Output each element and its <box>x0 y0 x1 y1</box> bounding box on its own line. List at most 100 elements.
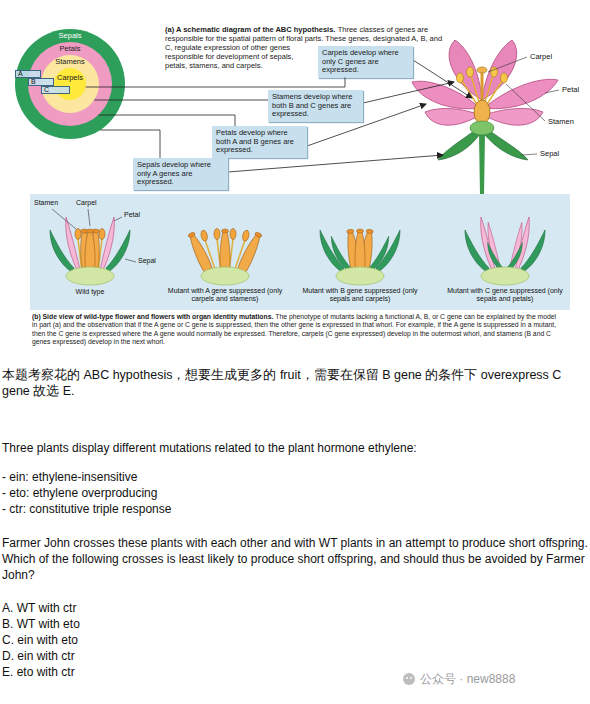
label-slot: Petal <box>562 85 579 94</box>
ovary <box>474 100 490 124</box>
caption-block: (a) A schematic diagram of the ABC hypot… <box>165 25 445 103</box>
gene-letter: B <box>31 79 53 85</box>
part-label: Sepal <box>540 149 559 158</box>
part-label: Stamen <box>548 117 574 126</box>
leader-line <box>114 217 122 221</box>
watermark: 公众号 · new8888 <box>420 672 515 687</box>
petal <box>66 217 80 272</box>
flower-caption: Mutant with B gene suppressed (only sepa… <box>295 287 425 303</box>
receptacle <box>481 267 529 285</box>
part-label: Petal <box>562 85 579 94</box>
petal <box>412 81 480 109</box>
label-slot: - eto: ethylene overproducing <box>2 485 588 501</box>
answer-option: A. WT with ctr <box>2 600 588 616</box>
leader-line <box>52 209 76 229</box>
panel-leaders <box>52 209 136 262</box>
label-slot: Mutant with B gene suppressed (only sepa… <box>295 287 425 303</box>
leader-arrow <box>363 82 454 103</box>
anther <box>457 73 464 83</box>
callout-text: Petals develop where both A and B genes … <box>216 129 303 155</box>
stamen <box>234 229 250 273</box>
whorl-label: Petals <box>28 44 112 53</box>
label-slot: D. ein with ctr <box>2 648 588 664</box>
part-label: Sepal <box>138 257 156 265</box>
label-slot: Carpel <box>76 199 97 207</box>
question-text: - eto: ethylene overproducing <box>2 485 588 501</box>
gene-bar: B <box>28 78 54 86</box>
wild-type-flower <box>50 217 130 285</box>
leader-line <box>521 154 537 155</box>
part-label: Petal <box>124 211 140 219</box>
callout-box: Petals develop where both A and B genes … <box>212 126 307 158</box>
label-slot: Mutant with C gene suppressed (only sepa… <box>440 287 570 303</box>
label-slot: Petal <box>124 211 140 219</box>
b-mutant-flower <box>320 229 400 285</box>
watermark-icon-eye <box>410 677 412 679</box>
label-slot: - ctr: constitutive triple response <box>2 501 588 517</box>
label-slot: Stamen <box>548 117 574 126</box>
question-text: Farmer John crosses these plants with ea… <box>2 535 588 583</box>
label-slot: Farmer John crosses these plants with ea… <box>2 535 588 583</box>
stem <box>479 134 485 195</box>
label-slot: Mutant with A gene suppressed (only carp… <box>160 287 290 303</box>
receptacle <box>201 267 249 285</box>
callout-text: Carpels develop where only C genes are e… <box>322 49 409 75</box>
explanation-text: 本题考察花的 ABC hypothesis，想要生成更多的 fruit，需要在保… <box>2 367 586 399</box>
part-label: Stamen <box>34 199 58 207</box>
petal <box>100 217 114 272</box>
leader-line <box>545 90 559 93</box>
connector <box>100 130 160 158</box>
c-mutant-flower <box>465 217 545 285</box>
leader-arrow <box>413 60 472 98</box>
gene-letter: A <box>18 71 40 77</box>
label-slot: - ein: ethylene-insensitive <box>2 469 588 485</box>
part-label: Carpel <box>530 52 552 61</box>
label-slot: Three plants display different mutations… <box>2 440 588 456</box>
watermark-icon-eye <box>406 677 408 679</box>
label-slot: Stamen <box>34 199 58 207</box>
stamen <box>200 229 216 273</box>
label-slot: B. WT with eto <box>2 616 588 632</box>
label-slot: Sepal <box>540 149 559 158</box>
label-slot: Carpel <box>530 52 552 61</box>
receptacle <box>336 267 384 285</box>
whorl-label: Sepals <box>15 31 125 40</box>
label-slot: Wild type <box>55 288 125 296</box>
question-text: - ctr: constitutive triple response <box>2 501 588 517</box>
answer-option: C. ein with eto <box>2 632 588 648</box>
flower-caption: Mutant with A gene suppressed (only carp… <box>160 287 290 303</box>
receptacle <box>470 121 494 135</box>
sepal <box>320 230 344 272</box>
carpel <box>355 229 365 272</box>
a-mutant-flower <box>186 229 263 286</box>
part-label: Carpel <box>76 199 97 207</box>
callout-text: Sepals develop where only A genes are ex… <box>137 161 224 187</box>
part-leaders <box>488 57 559 155</box>
leader-line <box>88 209 90 226</box>
leader-line <box>125 259 136 262</box>
answer-option: D. ein with ctr <box>2 648 588 664</box>
caption-lead: (b) Side view of wild-type flower and fl… <box>32 313 273 320</box>
callout-text: Stamens develop where both B and C genes… <box>272 93 359 119</box>
style <box>481 72 484 100</box>
label-slot: 公众号 · new8888 <box>420 672 515 687</box>
whorl-label: Carpels <box>54 73 86 82</box>
petal <box>425 108 480 125</box>
panel-background <box>30 194 570 310</box>
anther <box>501 73 508 83</box>
leader-line <box>506 84 545 121</box>
flower-illustration <box>412 40 558 195</box>
flower-caption: Mutant with C gene suppressed (only sepa… <box>440 287 570 303</box>
gene-letter: C <box>44 87 69 93</box>
caption-lead: (a) A schematic diagram of the ABC hypot… <box>165 25 335 34</box>
label-slot: 本题考察花的 ABC hypothesis，想要生成更多的 fruit，需要在保… <box>2 367 586 399</box>
question-text: - ein: ethylene-insensitive <box>2 469 588 485</box>
label-slot: Sepal <box>138 257 156 265</box>
carpel <box>85 229 95 272</box>
connector <box>98 115 235 126</box>
receptacle <box>66 267 114 285</box>
question-text: Three plants display different mutations… <box>2 440 588 456</box>
leader-line <box>488 57 527 72</box>
answer-option: B. WT with eto <box>2 616 588 632</box>
